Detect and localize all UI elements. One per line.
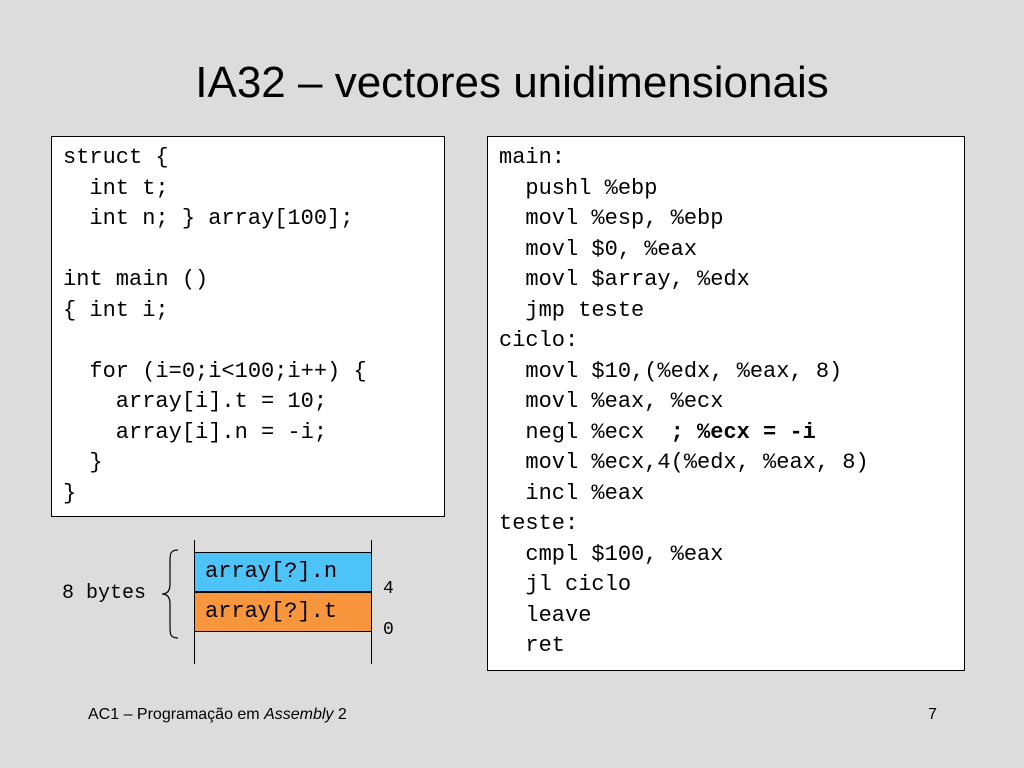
asm-code-line: jl ciclo [499,572,632,597]
c-code-box: struct { int t; int n; } array[100]; int… [51,136,445,517]
asm-code-line: cmpl $100, %eax [499,542,724,567]
footer-suffix: 2 [333,706,347,723]
asm-code-line: movl $10,(%edx, %eax, 8) [499,359,843,384]
asm-code-line: teste: [499,511,579,536]
c-code-line: int t; [63,176,169,201]
asm-code-line: jmp teste [499,298,645,323]
asm-code-line: leave [499,603,592,628]
asm-code-line: movl $0, %eax [499,237,698,262]
asm-code-line: ciclo: [499,328,579,353]
c-code-line: int n; } array[100]; [63,206,354,231]
asm-code-line: movl %ecx,4(%edx, %eax, 8) [499,450,869,475]
c-code-line: int main () [63,267,209,292]
c-code-line: for (i=0;i<100;i++) { [63,359,367,384]
c-code-line: array[i].t = 10; [63,389,328,414]
page-number: 7 [928,706,937,723]
memory-cell-t: array[?].t [194,592,372,632]
slide-title: IA32 – vectores unidimensionais [195,58,829,107]
asm-code-line: movl %eax, %ecx [499,389,724,414]
footer-prefix: AC1 – Programação em [88,706,265,723]
asm-instruction: negl %ecx [499,420,671,445]
size-label: 8 bytes [62,582,147,605]
c-code-line: } [63,450,103,475]
c-code-line: array[i].n = -i; [63,420,328,445]
c-code-line: { int i; [63,298,169,323]
asm-code-line: main: [499,145,566,170]
offset-label-n: 4 [383,579,394,599]
asm-code-line: movl $array, %edx [499,267,750,292]
offset-label-t: 0 [383,620,394,640]
memory-cell-n: array[?].n [194,552,372,592]
c-code-line: } [63,481,77,506]
asm-code-line: negl %ecx ; %ecx = -i [499,418,816,448]
asm-code-line: movl %esp, %ebp [499,206,724,231]
asm-code-box: main: pushl %ebp movl %esp, %ebp movl $0… [487,136,965,671]
asm-comment: ; %ecx = -i [670,420,816,445]
footer-italic: Assembly [264,706,334,723]
footer-course-label: AC1 – Programação em Assembly 2 [88,706,347,724]
curly-brace-icon [161,549,179,639]
asm-code-line: pushl %ebp [499,176,658,201]
c-code-line: struct { [63,145,169,170]
asm-code-line: ret [499,633,566,658]
asm-code-line: incl %eax [499,481,645,506]
